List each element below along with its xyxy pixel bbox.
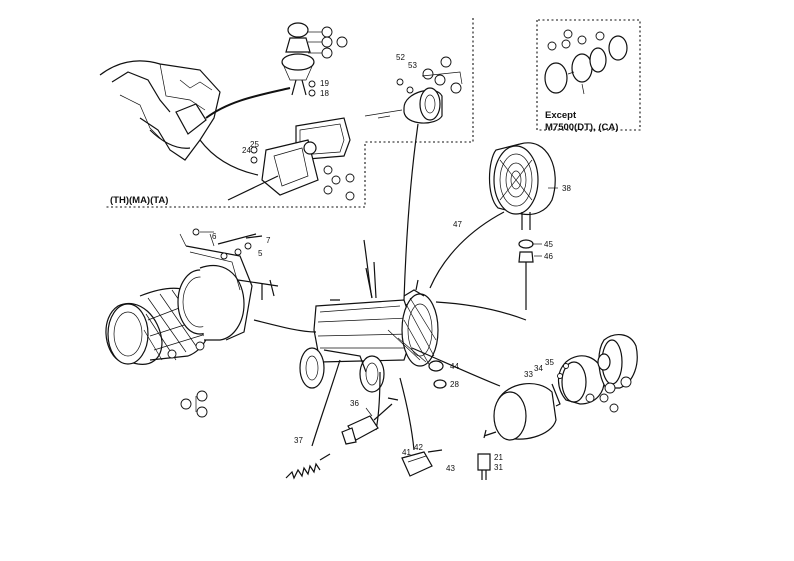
- caption-except-line2: M7500(DT), (CA): [545, 122, 618, 133]
- callout-7: 7: [266, 236, 271, 245]
- connection-wires: [253, 123, 527, 451]
- callout-28: 28: [450, 380, 459, 389]
- inset-border-top-left: [104, 18, 474, 208]
- switch-41-43: [401, 449, 443, 477]
- caption-region-codes: (TH)(MA)(TA): [110, 195, 168, 206]
- callout-21: 21: [494, 453, 503, 462]
- callout-42: 42: [414, 443, 423, 452]
- rear-lamp-small: [551, 355, 605, 407]
- callout-5: 5: [258, 249, 263, 258]
- callout-44: 44: [450, 362, 459, 371]
- inset-border-except: [536, 19, 641, 131]
- callout-36: 36: [350, 399, 359, 408]
- callout-37: 37: [294, 436, 303, 445]
- callout-19: 19: [320, 79, 329, 88]
- callout-31: 31: [494, 463, 503, 472]
- headlight-right-38: [488, 142, 558, 310]
- callout-labels: 52 53 19 18 24 25 38 47 45 46 7 5 6 44 2…: [212, 53, 571, 473]
- caption-except-line1: Except: [545, 110, 577, 121]
- side-lamp-assembly: [227, 117, 355, 201]
- work-lamp-top: [281, 22, 316, 97]
- callout-43: 43: [446, 464, 455, 473]
- tractor-side-detail: [99, 60, 291, 176]
- tractor-center: [299, 261, 447, 393]
- callout-24: 24: [242, 146, 251, 155]
- callout-38: 38: [562, 184, 571, 193]
- callout-25: 25: [250, 140, 259, 149]
- callout-6: 6: [212, 232, 217, 241]
- callout-45: 45: [544, 240, 553, 249]
- lamp-callout-circles: [308, 26, 348, 59]
- except-lamp-inset: [544, 29, 628, 95]
- bulb-21: [477, 453, 491, 480]
- callout-35: 35: [545, 358, 554, 367]
- round-marker-lamp: [364, 56, 463, 124]
- callout-53: 53: [408, 61, 417, 70]
- spring-37: [285, 453, 331, 480]
- switch-36: [341, 397, 399, 445]
- callout-33: 33: [524, 370, 533, 379]
- callout-46: 46: [544, 252, 553, 261]
- callout-41: 41: [402, 448, 411, 457]
- callout-52: 52: [396, 53, 405, 62]
- callout-34: 34: [534, 364, 543, 373]
- rear-lamp-large: [483, 383, 557, 441]
- callout-47: 47: [453, 220, 462, 229]
- headlight-left-exploded: [105, 228, 279, 365]
- rear-lamp-lens: [585, 334, 638, 413]
- callout-18: 18: [320, 89, 329, 98]
- left-callout-group-1-4: [180, 390, 208, 418]
